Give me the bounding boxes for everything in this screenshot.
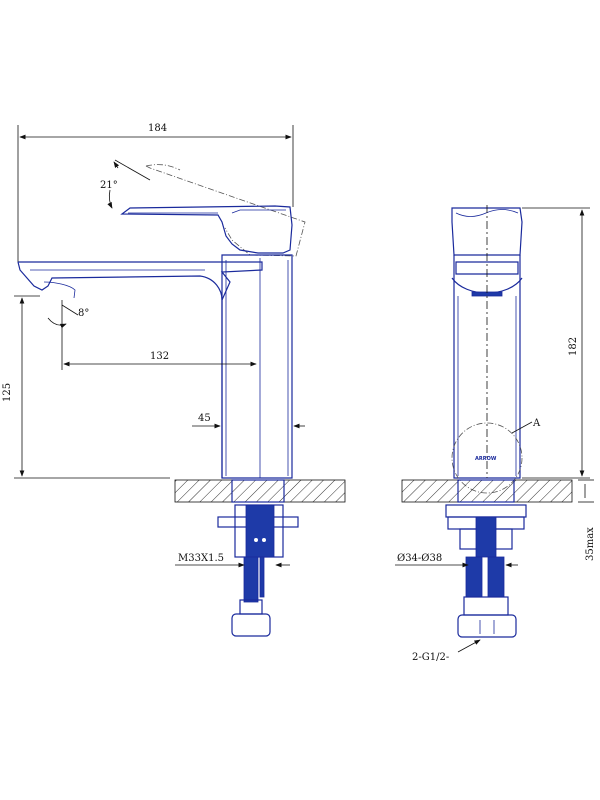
counter-front [401,479,573,503]
base-label: 45 [198,413,211,424]
height-label: 125 [2,383,13,402]
faucet-body [17,254,293,479]
max-label: 35max [585,527,596,561]
spout-angle: 8° [47,304,89,329]
front-height-dimension: 182 [522,207,590,479]
lever-angle-label: 21° [100,180,118,191]
reach-dimension: 132 [61,300,257,370]
detail-label: A [532,418,541,429]
thread-label: M33X1.5 [178,553,224,564]
lever-angle: 21° [100,159,151,209]
hose-dimension: 2-G1/2- [412,639,481,663]
lever-ghost [145,164,306,257]
front-body [453,205,521,479]
spout-angle-label: 8° [78,308,89,319]
front-view: A ARROW 182 35max [395,205,596,663]
base-dimension: 45 [192,413,305,429]
hose-label: 2-G1/2- [412,652,449,663]
lever-handle [120,205,293,254]
width-dimension: 184 [17,123,294,262]
width-label: 184 [148,123,167,134]
diameter-dimension: Ø34-Ø38 [395,553,518,568]
height-dimension: 125 [2,295,170,479]
side-view: 184 21° [2,123,346,637]
diameter-label: Ø34-Ø38 [397,553,442,564]
mount-hardware-side [217,479,299,637]
mount-hardware-front [445,479,527,638]
logo-text: ARROW [475,456,497,462]
detail-callout: A ARROW [451,418,541,494]
thread-dimension: M33X1.5 [175,553,290,568]
counter-side [174,479,346,503]
max-dimension: 35max [578,479,596,561]
reach-label: 132 [150,351,169,362]
front-height-label: 182 [568,337,579,356]
